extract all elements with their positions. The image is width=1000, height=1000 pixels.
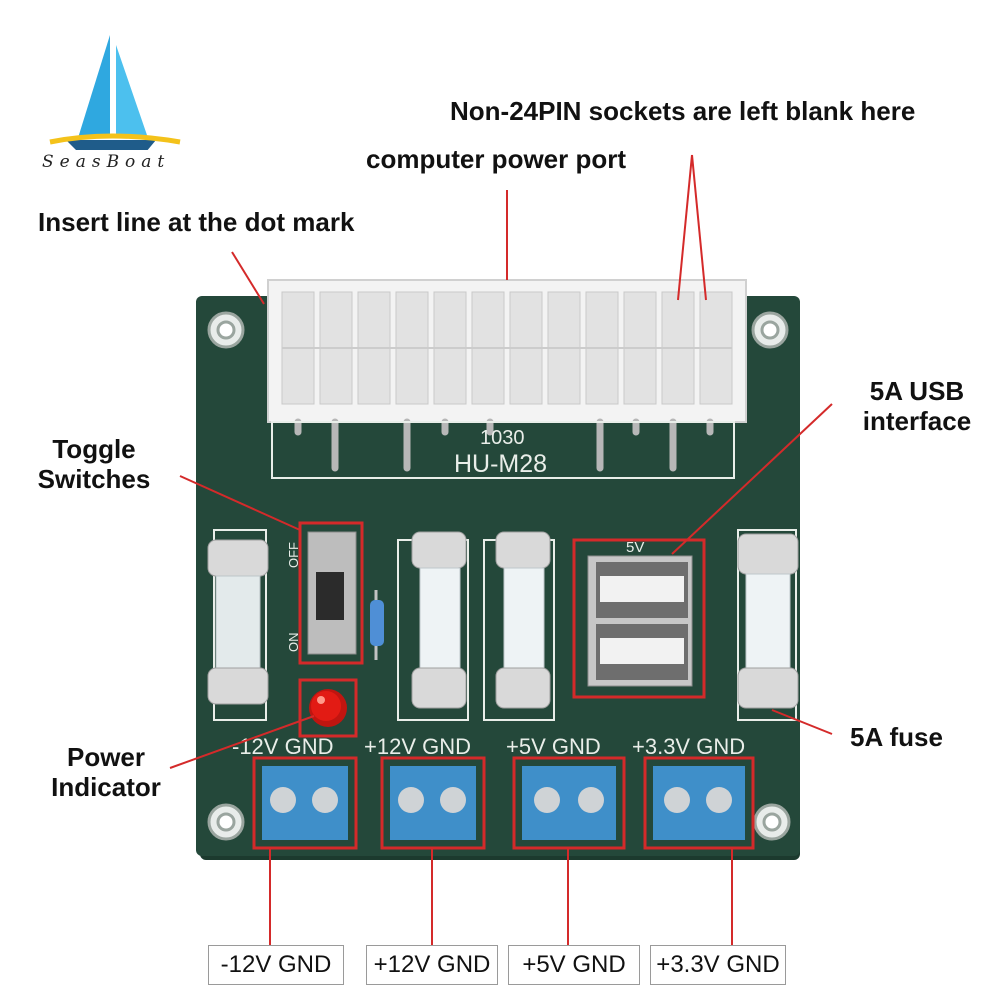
- fuse-3: [483, 531, 555, 721]
- output-label-neg12v: -12V GND: [208, 945, 344, 985]
- part-number: 1030: [480, 427, 525, 449]
- output-label-3v3: +3.3V GND: [650, 945, 786, 985]
- terminal-label-4: +3.3V GND: [632, 734, 745, 759]
- callout-usb: 5A USB interface: [852, 376, 982, 436]
- callout-insert-line: Insert line at the dot mark: [38, 207, 355, 237]
- brand-name: SeasBoat: [42, 152, 171, 172]
- annotation-lines: [169, 154, 833, 945]
- switch-on-label: ON: [286, 633, 301, 653]
- callout-toggle-line1: Toggle: [52, 434, 136, 464]
- callout-power-port: computer power port: [366, 144, 627, 174]
- terminal-block-2: [380, 756, 486, 850]
- callout-fuse: 5A fuse: [850, 722, 943, 752]
- switch-off-label: OFF: [286, 542, 301, 568]
- callout-usb-line1: 5A USB: [869, 376, 965, 406]
- atx-connector: [267, 279, 747, 472]
- callout-power-line1: Power: [66, 742, 146, 772]
- board-model: HU-M28: [454, 450, 547, 478]
- terminal-label-2: +12V GND: [364, 734, 471, 759]
- callout-toggle-line2: Switches: [37, 464, 151, 494]
- output-label-5v: +5V GND: [508, 945, 640, 985]
- toggle-switch: [298, 521, 364, 665]
- terminal-block-3: [512, 756, 626, 850]
- fuses: [207, 529, 799, 721]
- callout-power-indicator: Power Indicator: [36, 742, 176, 802]
- callout-usb-line2: interface: [862, 406, 972, 436]
- mounting-holes: [207, 311, 791, 841]
- terminal-blocks: [252, 756, 755, 850]
- usb-5v-label: 5V: [626, 539, 644, 556]
- sailboat-logo-icon: [49, 35, 181, 152]
- fuse-right: [737, 529, 799, 721]
- terminal-label-1: -12V GND: [232, 734, 333, 759]
- power-led: [298, 678, 358, 738]
- terminal-block-1: [252, 756, 358, 850]
- resistor: [370, 590, 384, 660]
- terminal-block-4: [643, 756, 755, 850]
- output-label-12v: +12V GND: [366, 945, 498, 985]
- fuse-2: [397, 531, 469, 721]
- callout-toggle: Toggle Switches: [24, 434, 164, 494]
- callout-non-24pin: Non-24PIN sockets are left blank here: [450, 96, 916, 126]
- usb-port: [572, 538, 706, 699]
- seasboat-logo: [30, 30, 190, 180]
- callout-power-line2: Indicator: [51, 772, 161, 802]
- fuse-left: [207, 529, 269, 721]
- terminal-label-3: +5V GND: [506, 734, 601, 759]
